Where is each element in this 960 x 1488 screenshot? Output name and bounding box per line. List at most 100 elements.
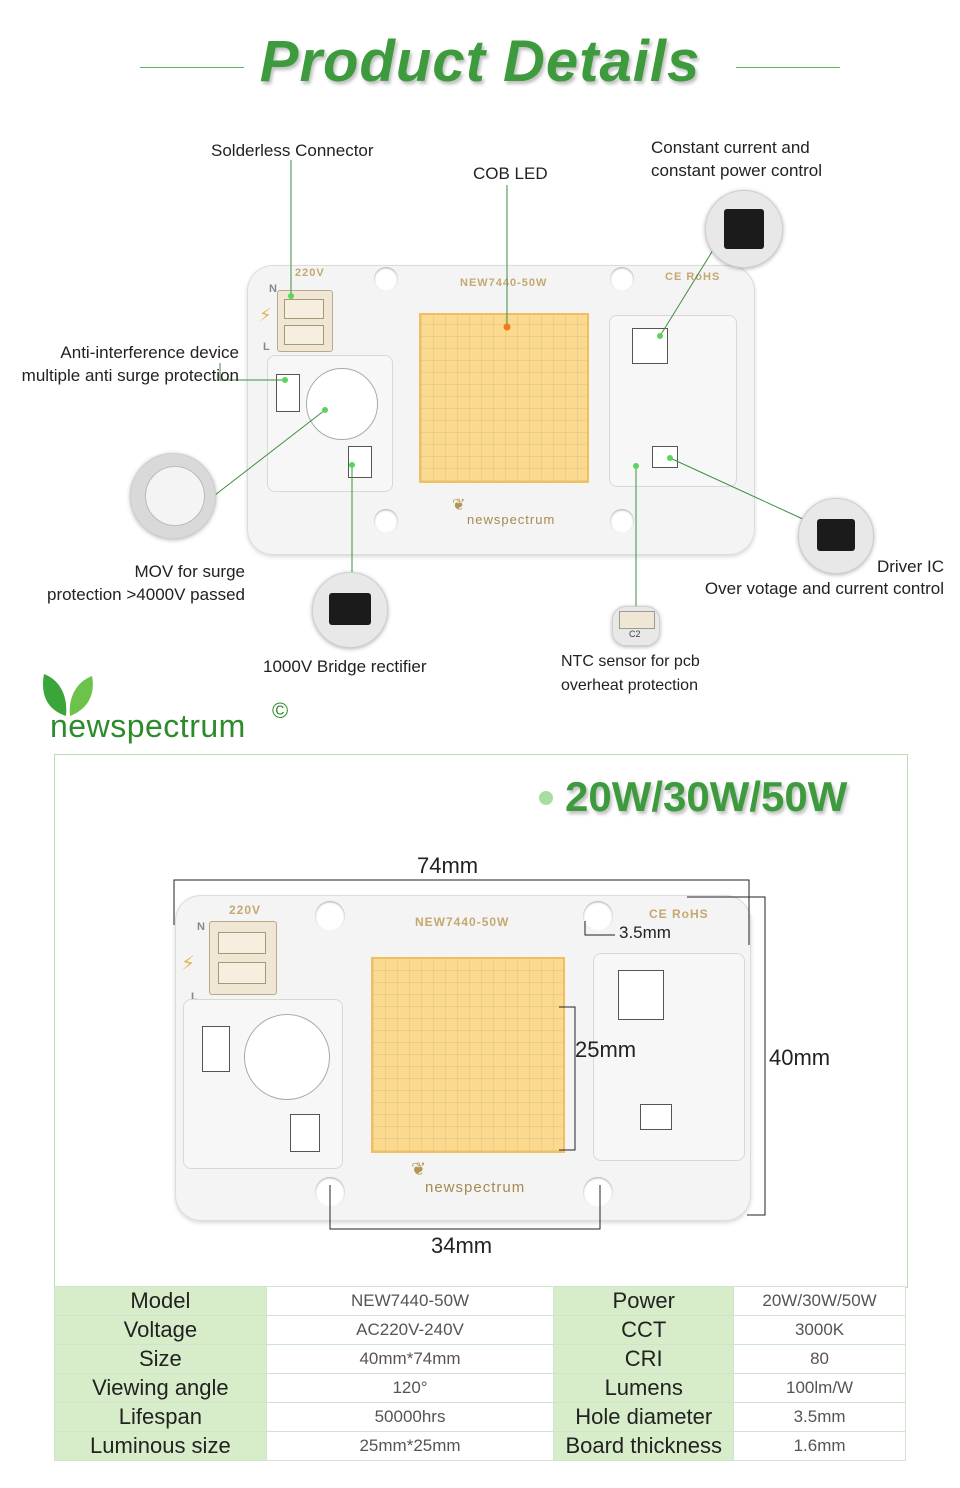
- label-mov-1: MOV for surge: [134, 562, 245, 581]
- spec-value: 3000K: [733, 1315, 906, 1345]
- dimension-section: 20W/30W/50W 220V NEW7440-50W CE RoHS N L…: [54, 754, 908, 1288]
- mount-hole: [315, 901, 345, 931]
- dimension-hole-spacing: 34mm: [431, 1233, 493, 1258]
- right-panel: [609, 315, 737, 487]
- pin-l-mark: L: [191, 991, 199, 1003]
- bridge-rectifier-part: [290, 1114, 320, 1152]
- mov-disc: [306, 368, 378, 440]
- label-constant-current-1: Constant current and: [651, 138, 810, 157]
- pin-n-mark: N: [197, 921, 206, 933]
- table-row: Luminous size 25mm*25mm Board thickness …: [54, 1431, 906, 1461]
- driver-ic-part: [652, 446, 678, 468]
- constant-current-part: [618, 970, 664, 1020]
- pin-n-mark: N: [269, 283, 278, 295]
- cap-mark: C2: [629, 629, 641, 639]
- heading-bullet-icon: [539, 791, 553, 805]
- label-mov-2: protection >4000V passed: [46, 585, 245, 604]
- mount-hole: [583, 901, 613, 931]
- spec-key: CCT: [553, 1315, 735, 1345]
- driver-ic-closeup: [798, 498, 874, 574]
- constant-current-chip-closeup: [705, 190, 783, 268]
- top-diagram: 220V NEW7440-50W CE RoHS N L ⚡ ❦ newspec…: [0, 120, 960, 700]
- cob-board-dimension: 220V NEW7440-50W CE RoHS N L ⚡ ❦ newspec…: [175, 895, 751, 1221]
- spec-value: 50000hrs: [265, 1402, 555, 1432]
- spec-key: Board thickness: [553, 1431, 735, 1461]
- spec-key: Hole diameter: [553, 1402, 735, 1432]
- bridge-rectifier-closeup: [312, 572, 388, 648]
- mount-hole: [374, 267, 398, 291]
- spec-key: Viewing angle: [54, 1373, 267, 1403]
- spec-key: CRI: [553, 1344, 735, 1374]
- table-row: Lifespan 50000hrs Hole diameter 3.5mm: [54, 1402, 906, 1432]
- brand-name: newspectrum: [50, 708, 246, 744]
- spec-value: 3.5mm: [733, 1402, 906, 1432]
- leaf-logo-icon: ❦: [411, 1159, 427, 1179]
- spec-value: 1.6mm: [733, 1431, 906, 1461]
- spec-value: NEW7440-50W: [265, 1286, 555, 1316]
- label-anti-interference-1: Anti-interference device: [60, 343, 239, 362]
- cob-led-area: [371, 957, 565, 1153]
- brand-mark: newspectrum: [425, 1179, 526, 1196]
- leaf-logo-icon: [42, 674, 93, 716]
- driver-ic-part: [640, 1104, 672, 1130]
- mount-hole: [583, 1177, 613, 1207]
- spec-key: Size: [54, 1344, 267, 1374]
- power-heading: 20W/30W/50W: [565, 773, 848, 820]
- label-constant-current-2: constant power control: [651, 161, 823, 180]
- spec-key: Lifespan: [54, 1402, 267, 1432]
- title-rule-right: [736, 67, 840, 68]
- table-row: Model NEW7440-50W Power 20W/30W/50W: [54, 1286, 906, 1316]
- spec-key: Power: [553, 1286, 735, 1316]
- ntc-sensor-closeup: C2: [612, 606, 660, 646]
- leaf-logo-icon: ❦: [452, 497, 466, 514]
- label-ntc-2: overheat protection: [561, 677, 698, 694]
- right-panel: [593, 953, 745, 1161]
- spec-value: 20W/30W/50W: [733, 1286, 906, 1316]
- solderless-connector: [277, 290, 333, 352]
- mov-disc: [244, 1014, 330, 1100]
- voltage-mark: 220V: [229, 903, 262, 917]
- table-row: Voltage AC220V-240V CCT 3000K: [54, 1315, 906, 1345]
- spec-value: AC220V-240V: [265, 1315, 555, 1345]
- brand-mark: newspectrum: [467, 512, 556, 527]
- dimension-height: 40mm: [769, 1045, 831, 1070]
- spec-value: 40mm*74mm: [265, 1344, 555, 1374]
- spec-key: Luminous size: [54, 1431, 267, 1461]
- label-solderless-connector: Solderless Connector: [211, 141, 374, 160]
- mount-hole: [610, 509, 634, 533]
- model-mark: NEW7440-50W: [460, 277, 548, 289]
- table-row: Size 40mm*74mm CRI 80: [54, 1344, 906, 1374]
- mount-hole: [374, 509, 398, 533]
- spec-value: 100lm/W: [733, 1373, 906, 1403]
- spec-key: Lumens: [553, 1373, 735, 1403]
- cert-mark: CE RoHS: [649, 907, 709, 921]
- label-anti-interference-2: multiple anti surge protection: [21, 366, 239, 385]
- model-mark: NEW7440-50W: [415, 915, 510, 929]
- title-rule-left: [140, 67, 244, 68]
- page-title: Product Details: [259, 29, 701, 94]
- voltage-mark: 220V: [295, 267, 325, 279]
- cob-led-area: [419, 313, 589, 483]
- table-row: Viewing angle 120° Lumens 100lm/W: [54, 1373, 906, 1403]
- dimension-hole: 3.5mm: [619, 923, 671, 942]
- lightning-icon: ⚡: [259, 305, 272, 325]
- spec-value: 80: [733, 1344, 906, 1374]
- dimension-led: 25mm: [575, 1037, 637, 1062]
- cob-board-top: 220V NEW7440-50W CE RoHS N L ⚡ ❦ newspec…: [247, 265, 755, 555]
- label-driver-ic-1: Driver IC: [876, 557, 944, 576]
- leader-lines: [214, 160, 806, 615]
- left-panel: [183, 999, 343, 1169]
- label-driver-ic-2: Over votage and current control: [704, 579, 944, 598]
- spec-key: Voltage: [54, 1315, 267, 1345]
- mov-closeup: [130, 453, 216, 539]
- cert-mark: CE RoHS: [665, 271, 721, 283]
- pin-l-mark: L: [263, 341, 271, 353]
- lightning-icon: ⚡: [181, 953, 196, 975]
- brand-logo: newspectrum ©: [36, 670, 306, 750]
- copyright-mark: ©: [272, 698, 289, 723]
- dimension-width: 74mm: [417, 853, 479, 878]
- mount-hole: [610, 267, 634, 291]
- spec-key: Model: [54, 1286, 267, 1316]
- label-cob-led: COB LED: [473, 164, 548, 183]
- spec-value: 120°: [265, 1373, 555, 1403]
